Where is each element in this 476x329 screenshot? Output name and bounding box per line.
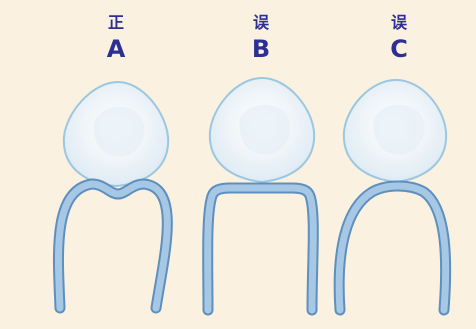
clasp-wire-a bbox=[58, 184, 167, 308]
clasp-wire-a-outline bbox=[58, 184, 167, 308]
label-group-b: 误 B bbox=[231, 14, 291, 62]
panel-b bbox=[208, 78, 314, 310]
clasp-wire-b-outline bbox=[208, 188, 314, 310]
verdict-label-a: 正 bbox=[86, 14, 146, 32]
verdict-label-b: 误 bbox=[231, 14, 291, 32]
verdict-label-c: 误 bbox=[369, 14, 429, 32]
panel-letter-a: A bbox=[86, 36, 146, 62]
label-group-a: 正 A bbox=[86, 14, 146, 62]
panel-letter-c: C bbox=[369, 36, 429, 62]
clasp-wire-b bbox=[208, 188, 314, 310]
panel-letter-b: B bbox=[231, 36, 291, 62]
label-group-c: 误 C bbox=[369, 14, 429, 62]
panel-c bbox=[339, 80, 446, 310]
panel-a bbox=[58, 82, 168, 308]
